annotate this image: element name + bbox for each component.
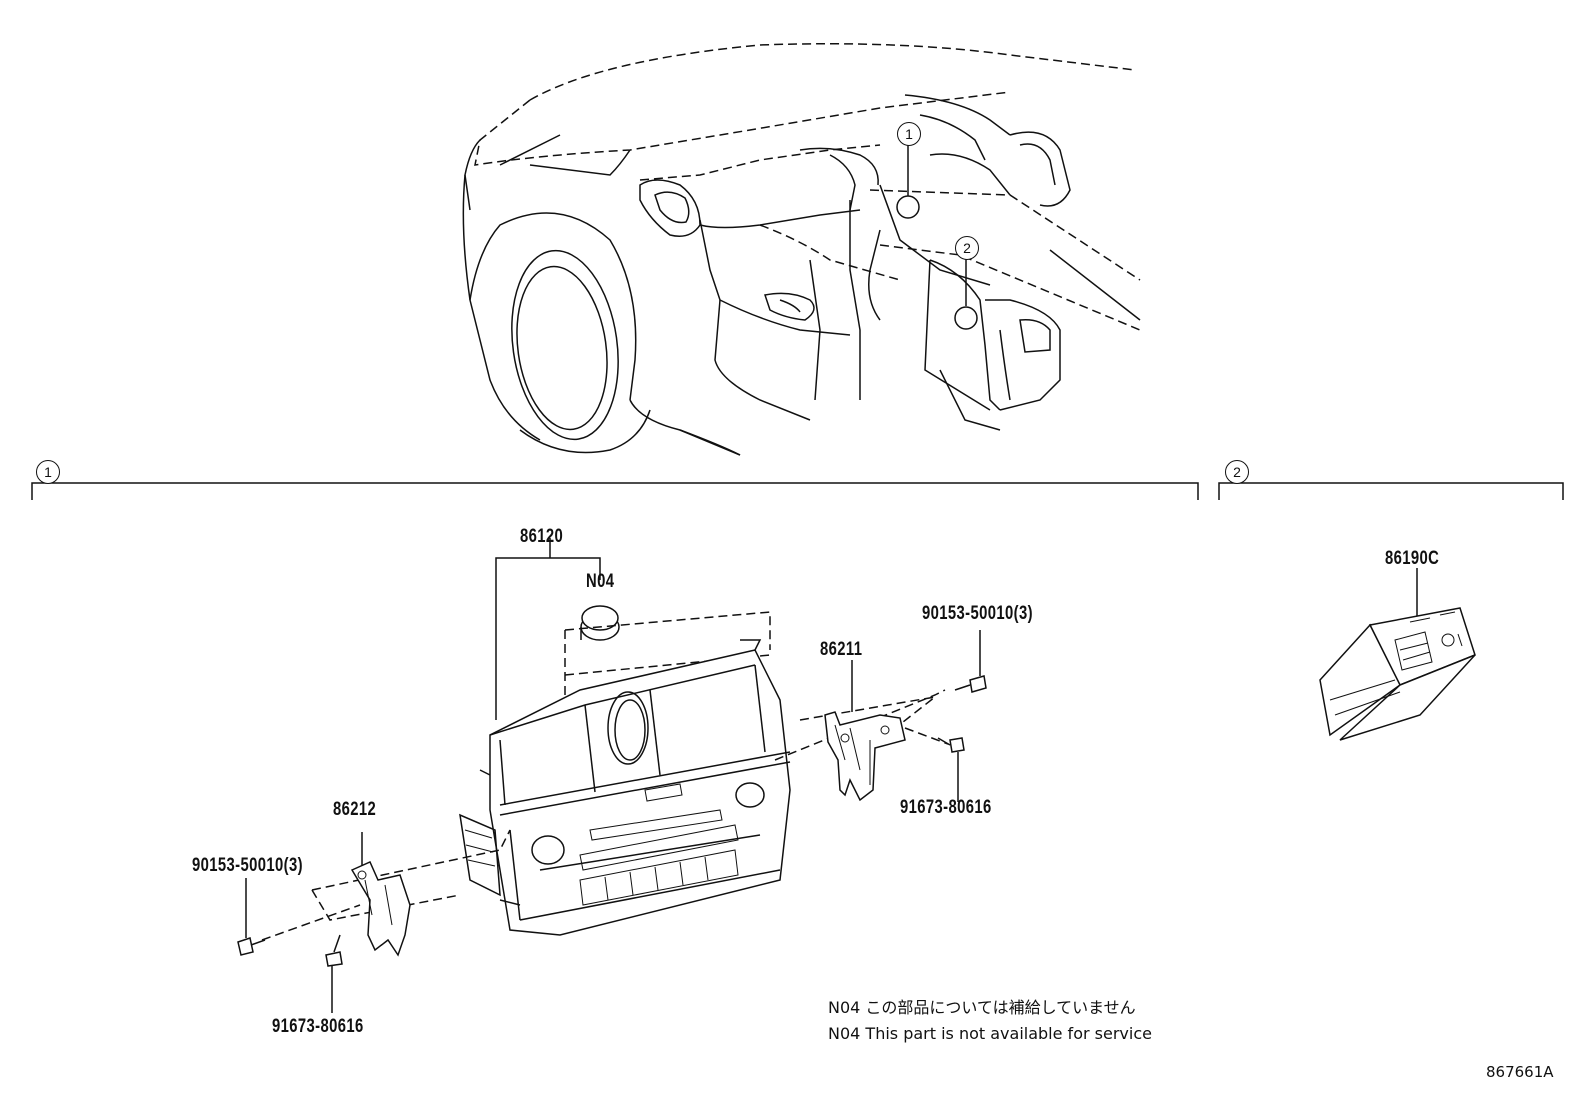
control-panel-86120 bbox=[459, 639, 791, 936]
note-english: N04 This part is not available for servi… bbox=[828, 1024, 1152, 1043]
screw-90153-left bbox=[237, 937, 266, 956]
bracket-86212 bbox=[350, 861, 411, 957]
part-label-86211: 86211 bbox=[820, 639, 863, 660]
part-label-90153-right: 90153-50010(3) bbox=[922, 603, 1033, 624]
vehicle-interior-sketch bbox=[462, 43, 1141, 456]
screw-90153-right bbox=[954, 675, 987, 693]
note-japanese: N04 この部品については補給していません bbox=[828, 998, 1136, 1017]
section-1-bracket bbox=[31, 482, 1199, 500]
screw-91673-right bbox=[937, 737, 965, 753]
part-label-91673-left: 91673-80616 bbox=[272, 1016, 364, 1037]
part-label-86120: 86120 bbox=[520, 526, 564, 547]
part-label-n04: N04 bbox=[586, 571, 615, 592]
part-label-86190c: 86190C bbox=[1385, 548, 1440, 569]
usb-port-86190c bbox=[1319, 607, 1476, 741]
diagram-id: 867661A bbox=[1486, 1063, 1554, 1081]
screw-91673-left bbox=[325, 934, 343, 967]
part-label-86212: 86212 bbox=[333, 799, 377, 820]
section-2-bracket bbox=[1218, 482, 1564, 500]
section-marker-1: 1 bbox=[36, 460, 60, 484]
part-label-90153-left: 90153-50010(3) bbox=[192, 855, 303, 876]
n04-knob bbox=[580, 605, 620, 641]
leader-86120 bbox=[495, 557, 601, 720]
section-marker-2: 2 bbox=[1225, 460, 1249, 484]
bracket-86211 bbox=[824, 711, 906, 802]
part-label-91673-right: 91673-80616 bbox=[900, 797, 992, 818]
callout-circle-1: 1 bbox=[897, 122, 921, 146]
callout-circle-2: 2 bbox=[955, 236, 979, 260]
